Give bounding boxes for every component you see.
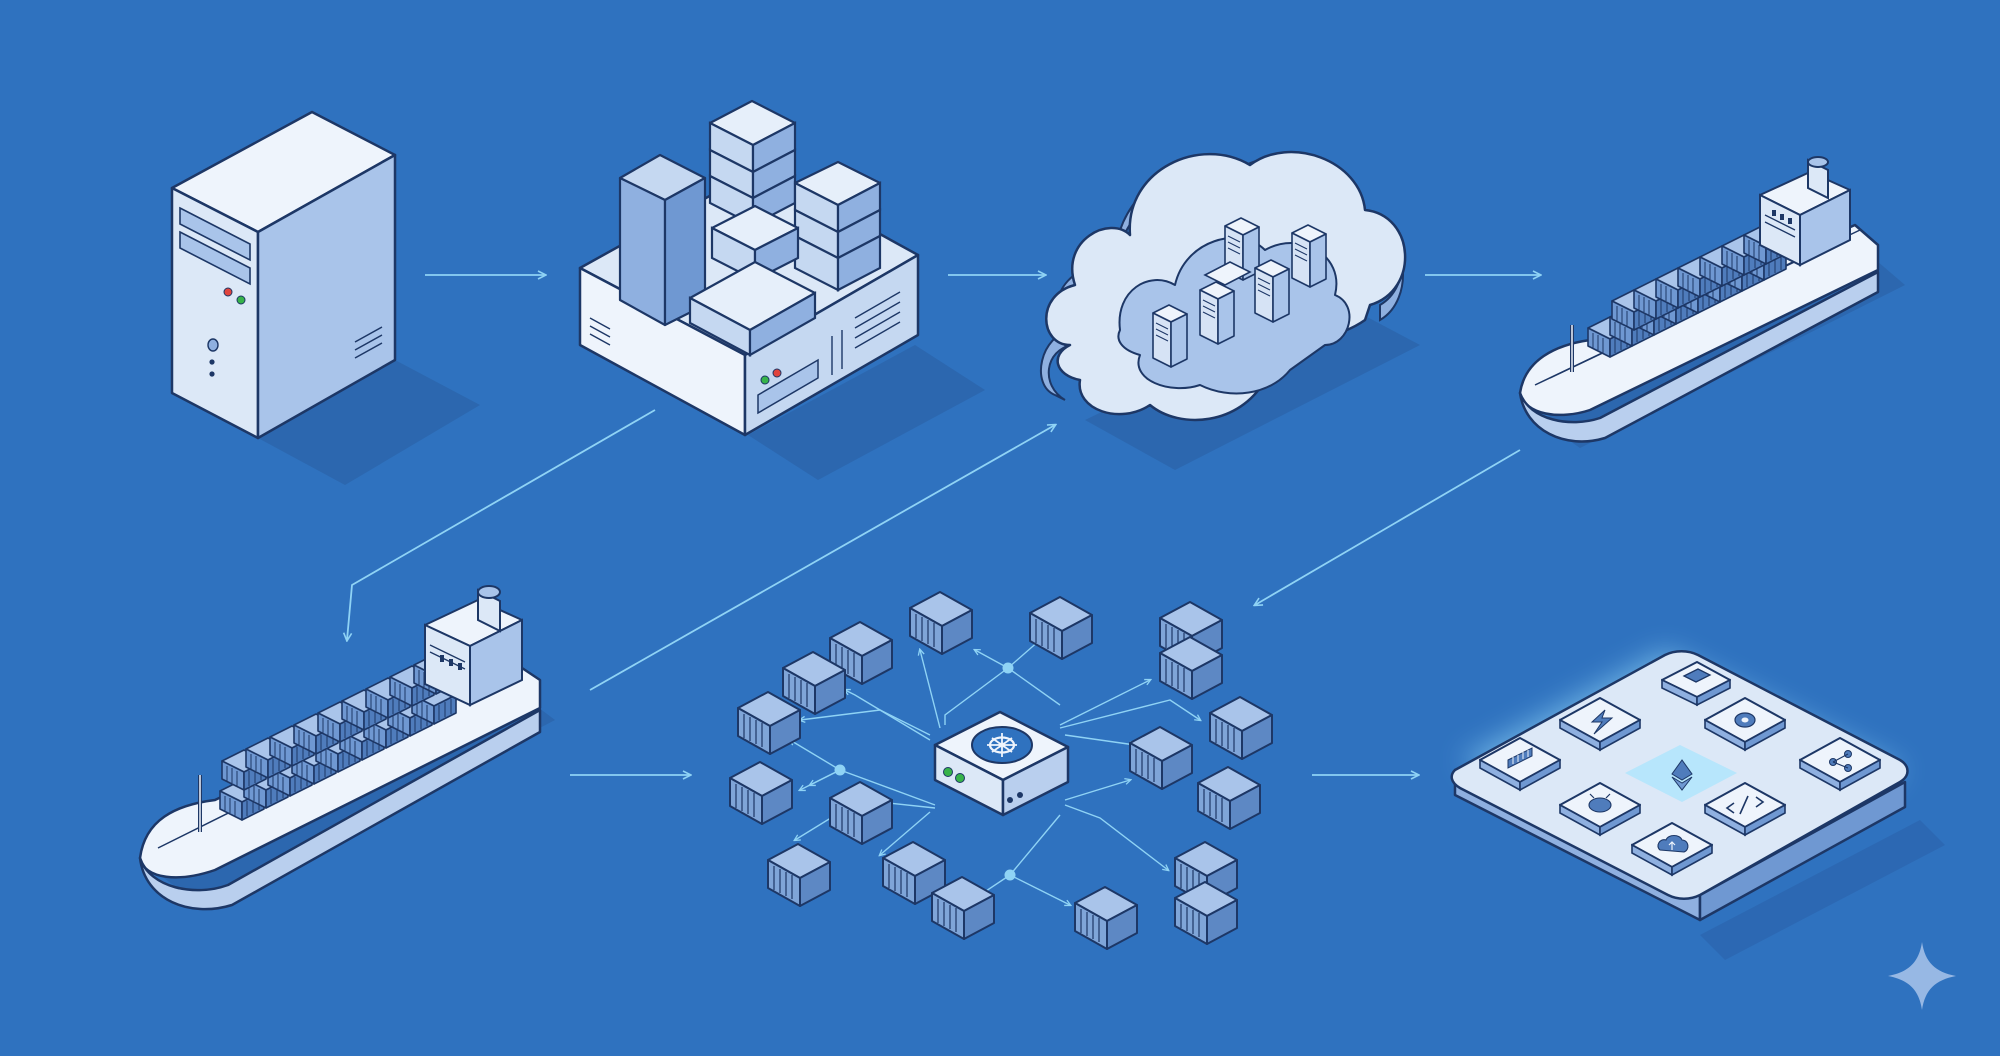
platform-tile-cloud-upload — [1631, 822, 1713, 877]
arrow-virtualization-to-ship — [347, 409, 656, 640]
platform-tile-lightning — [1559, 697, 1641, 752]
platform-tile-bug — [1559, 782, 1641, 837]
cloud-datacenter-icon — [1039, 150, 1420, 470]
server-racks-icon — [578, 99, 985, 480]
platform-tile-ethereum — [1671, 759, 1693, 791]
container-ship-icon — [1518, 156, 1905, 448]
tower-server-icon — [170, 110, 480, 485]
platform-tile-code — [1704, 782, 1786, 837]
service-grid-icon — [1450, 650, 1945, 960]
platform-tile-document — [1661, 661, 1731, 707]
helm-wheel-icon — [971, 726, 1033, 764]
platform-tile-share — [1799, 737, 1881, 792]
platform-tile-database — [1479, 737, 1561, 792]
sparkle-icon — [1888, 942, 1956, 1010]
kubernetes-cluster-icon — [729, 591, 1273, 950]
arrow-ship-to-orchestration — [1255, 449, 1521, 605]
container-ship-icon — [138, 585, 555, 911]
arrow-ship-to-cloud — [589, 425, 1055, 691]
flow-arrows — [347, 275, 1540, 775]
platform-tile-gear — [1704, 697, 1786, 752]
